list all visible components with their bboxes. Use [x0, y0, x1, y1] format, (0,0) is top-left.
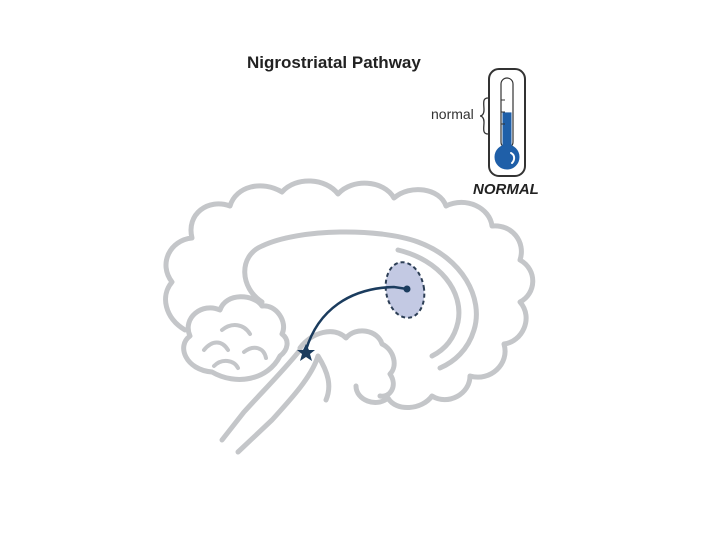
range-brace — [479, 97, 489, 135]
thermometer-bulb — [494, 144, 520, 170]
axon-terminal — [403, 285, 411, 293]
diagram-title: Nigrostriatal Pathway — [247, 53, 421, 72]
cerebellum — [181, 294, 290, 382]
substantia-nigra-neuron — [297, 344, 315, 361]
thermometer-icon — [488, 68, 526, 177]
nigrostriatal-pathway — [304, 285, 409, 352]
inner-ventricle-arc — [395, 247, 462, 359]
cerebellum-folia — [202, 323, 268, 370]
thermometer-bulb-highlight — [510, 152, 516, 164]
thermometer-fill-level — [502, 112, 512, 152]
midbrain-outline — [297, 328, 397, 399]
cerebrum-outline — [163, 178, 536, 410]
range-label: normal — [431, 106, 474, 122]
corpus-callosum — [242, 229, 479, 371]
state-label: NORMAL — [473, 181, 539, 198]
brainstem — [219, 347, 332, 455]
